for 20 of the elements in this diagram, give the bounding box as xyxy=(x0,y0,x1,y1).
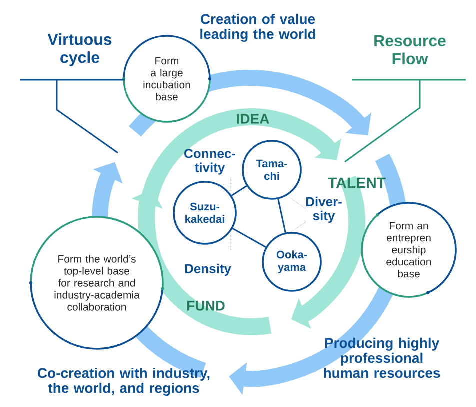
label-text: TALENT xyxy=(328,178,386,188)
node-label: Form a large incubation base xyxy=(144,57,190,101)
label-text: IDEA xyxy=(237,114,270,124)
heading-text: Virtuous cycle xyxy=(48,34,112,66)
edge-label: Density xyxy=(185,264,232,276)
connector-line xyxy=(232,228,266,248)
node-label: Form an entrepren eurship education base xyxy=(386,222,432,278)
connector-line xyxy=(278,199,286,233)
edge-label: Connec- tivity xyxy=(184,149,236,175)
label-text: Co-creation with industry, the world, and regions xyxy=(38,368,210,396)
label-text: FUND xyxy=(188,301,225,311)
circle-node: Form an entrepren eurship education base xyxy=(361,202,457,298)
circle-node: Form the world’s top-level base for research and industry-academia collaboration xyxy=(29,216,164,350)
node-label: Form the world’s top-level base for research and industry-academia collaboration xyxy=(54,255,140,311)
heading-text: Resource Flow xyxy=(374,35,446,65)
label-text: Producing highly professional human resources xyxy=(324,338,440,378)
leader-line xyxy=(344,79,467,163)
leader-line xyxy=(19,79,126,154)
connector-line xyxy=(231,186,248,196)
edge-label: Diver- sity xyxy=(306,196,342,224)
